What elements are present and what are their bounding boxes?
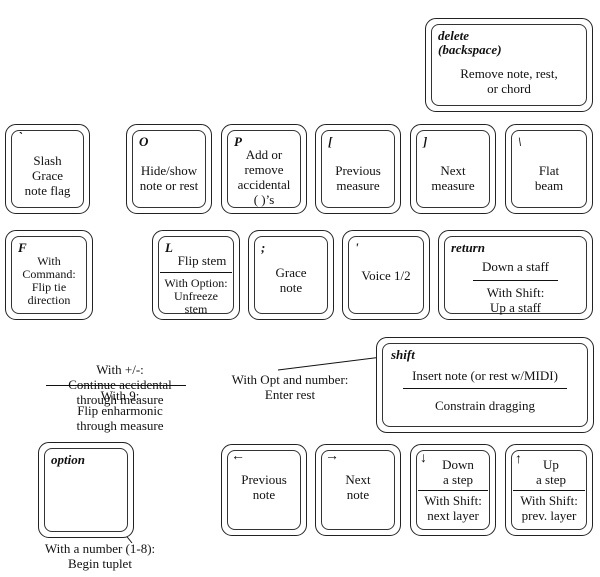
divider <box>473 280 558 281</box>
down-arrow-icon: ↓ <box>420 451 427 466</box>
key-description: With Shift:Up a staff <box>486 285 545 315</box>
key-description: With Shift:next layer <box>424 493 482 523</box>
key-label: ' <box>355 240 359 255</box>
left-arrow-icon: ← <box>231 449 245 464</box>
key-description: Constrain dragging <box>434 398 535 413</box>
option-key[interactable]: option <box>38 442 134 538</box>
shift-key[interactable]: shift Insert note (or rest w/MIDI) Const… <box>376 337 594 433</box>
divider <box>403 388 567 389</box>
key-primary-action: Flip stem <box>177 253 227 268</box>
annotation-divider <box>46 385 186 386</box>
key-description: Voice 1/2 <box>361 268 411 283</box>
key-label: ] <box>423 134 428 149</box>
key-primary-action: Insert note (or rest w/MIDI) <box>412 368 558 383</box>
key-label: [ <box>328 134 333 149</box>
annotation-tuplet: With a number (1-8):Begin tuplet <box>44 541 156 571</box>
key-label: L <box>165 240 173 255</box>
key-label: F <box>18 240 27 255</box>
delete-key[interactable]: delete(backspace) Remove note, rest,or c… <box>425 18 593 112</box>
key-label: ` <box>18 129 23 144</box>
key-description: Remove note, rest,or chord <box>460 66 558 96</box>
key-cap <box>431 24 587 106</box>
divider <box>160 272 232 273</box>
return-key[interactable]: return Down a staff With Shift:Up a staf… <box>438 230 593 320</box>
divider <box>513 490 585 491</box>
quote-key[interactable]: ' Voice 1/2 <box>342 230 430 320</box>
key-label: option <box>51 452 85 467</box>
right-arrow-icon: → <box>325 449 339 464</box>
key-label: ; <box>261 240 266 255</box>
key-label: delete(backspace) <box>438 28 502 57</box>
divider <box>418 490 488 491</box>
key-label: shift <box>391 347 415 362</box>
key-primary-action: Down a staff <box>482 259 549 274</box>
key-description: With Shift:prev. layer <box>520 493 578 523</box>
key-label: P <box>234 134 242 149</box>
up-arrow-icon: ↑ <box>515 452 522 467</box>
key-label: O <box>139 134 149 149</box>
annotation-opt-number: With Opt and number:Enter rest <box>231 372 349 402</box>
key-label: \ <box>518 134 522 149</box>
key-label: return <box>451 240 485 255</box>
